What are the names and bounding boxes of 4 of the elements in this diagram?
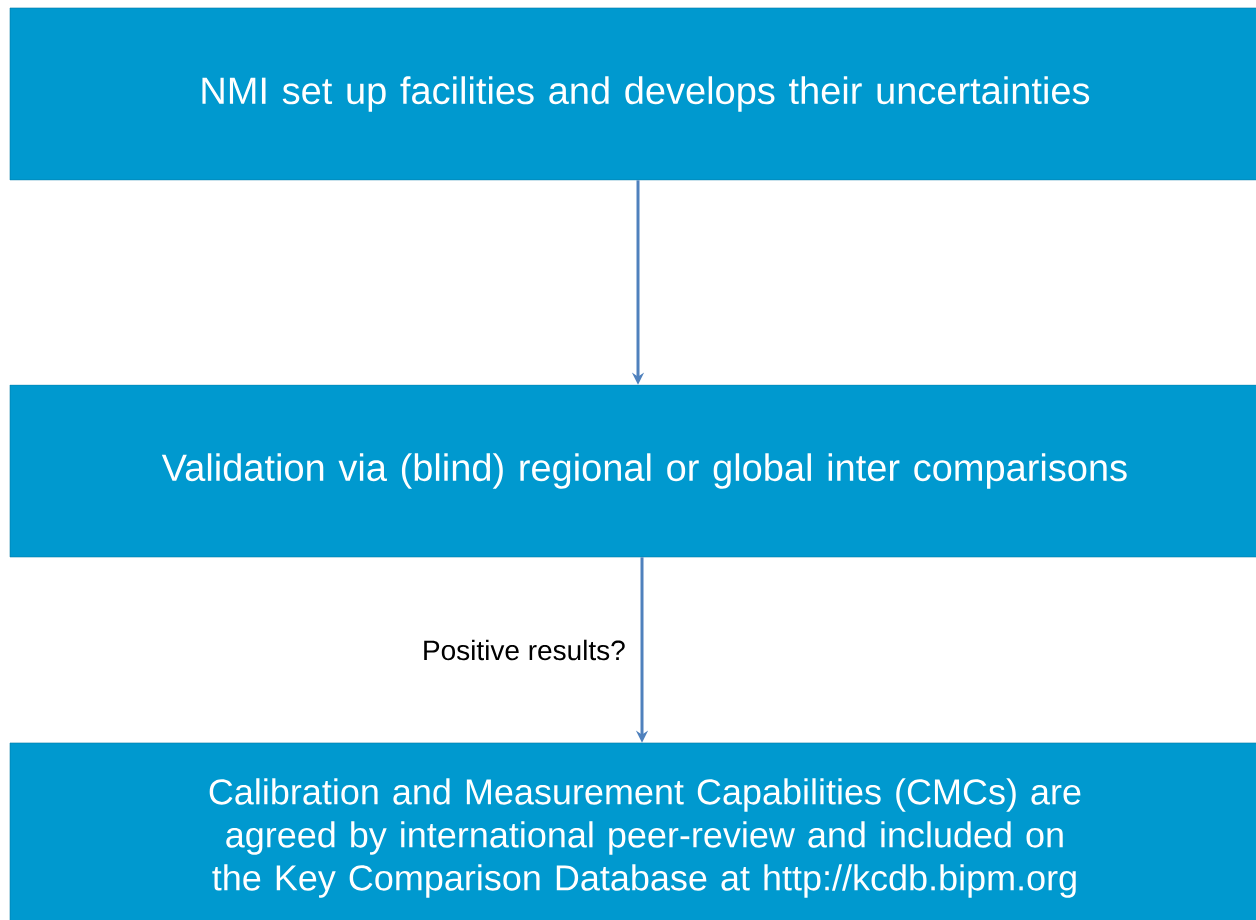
process-box: NMI set up facilities and develops their uncertainties: [9, 7, 1256, 181]
process-box: Calibration and Measurement Capabilities (CMCs) are agreed by international peer-review and included on the Key Comparison Database at http://kcdb.bipm.org: [9, 742, 1256, 920]
edge-label: Positive results?: [419, 637, 628, 663]
process-box: Validation via (blind) regional or global inter comparisons: [9, 384, 1256, 558]
